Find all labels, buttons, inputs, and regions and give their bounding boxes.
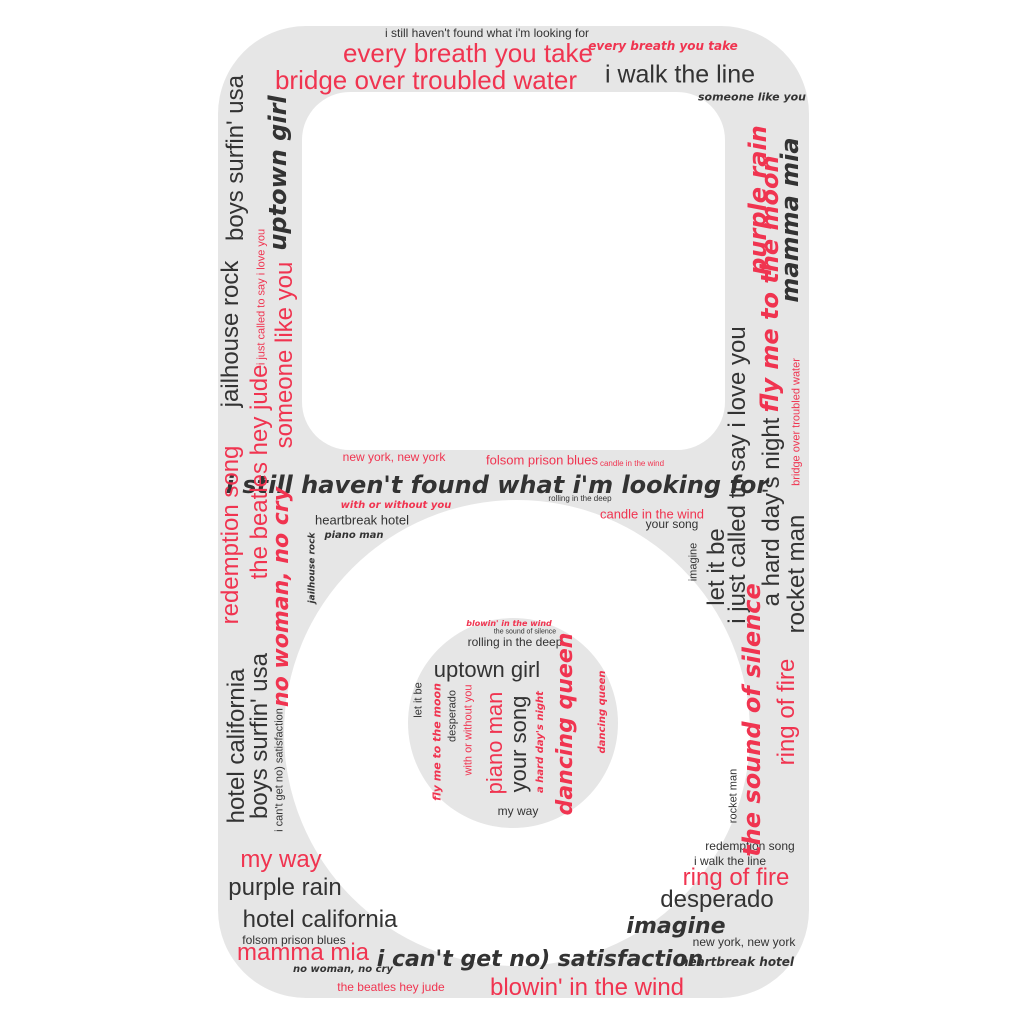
word-31: folsom prison blues	[242, 933, 346, 947]
word-40: desperado	[660, 886, 774, 913]
center-button	[408, 618, 618, 828]
word-10: with or without you	[340, 500, 452, 511]
word-42: i walk the line	[693, 854, 767, 868]
word-21: i just called to say i love you	[255, 228, 268, 366]
word-57: the sound of silence	[493, 628, 557, 636]
word-11: rolling in the deep	[548, 494, 612, 503]
word-15: piano man	[324, 530, 384, 541]
word-60: let it be	[412, 682, 425, 718]
word-20: uptown girl	[264, 95, 292, 251]
word-18: redemption song	[217, 445, 244, 625]
word-27: i can't get no) satisfaction	[273, 708, 286, 832]
word-39: imagine	[626, 914, 726, 939]
word-47: bridge over troubled water	[790, 358, 803, 486]
word-53: the sound of silence	[738, 583, 766, 857]
word-26: boys surfin' usa	[246, 653, 273, 819]
word-36: blowin' in the wind	[489, 974, 685, 1001]
word-41: ring of fire	[682, 864, 790, 891]
word-32: mamma mia	[236, 939, 370, 966]
word-6: i still haven't found what i'm looking f…	[225, 471, 769, 499]
word-2: every breath you take	[588, 39, 738, 53]
word-4: i walk the line	[604, 60, 756, 89]
player-screen	[302, 92, 725, 450]
word-50: rocket man	[783, 514, 810, 634]
word-28: my way	[240, 846, 322, 873]
word-1: every breath you take	[342, 38, 594, 68]
word-7: new york, new york	[342, 450, 446, 464]
word-67: dancing queen	[553, 632, 578, 816]
word-62: desperado	[446, 690, 459, 742]
word-64: piano man	[482, 691, 507, 795]
word-17: jailhouse rock	[217, 260, 244, 408]
word-61: fly me to the moon	[430, 683, 444, 801]
word-59: uptown girl	[433, 657, 541, 682]
word-30: hotel california	[242, 906, 398, 933]
word-25: jailhouse rock	[307, 532, 318, 604]
word-34: the beatles hey jude	[337, 980, 445, 994]
word-14: your song	[645, 517, 699, 531]
word-24: no woman, no cry	[269, 487, 294, 707]
word-22: someone like you	[271, 261, 298, 449]
word-69: my way	[497, 804, 539, 818]
word-56: blowin' in the wind	[466, 619, 552, 628]
word-16: boys surfin' usa	[222, 75, 249, 241]
word-63: with or without you	[462, 684, 475, 776]
word-38: new york, new york	[692, 935, 796, 949]
word-37: heartbreak hotel	[679, 955, 795, 969]
word-43: redemption song	[705, 839, 795, 853]
word-12: heartbreak hotel	[315, 512, 409, 528]
word-58: rolling in the deep	[467, 635, 563, 649]
word-54: ring of fire	[773, 658, 800, 766]
word-65: your song	[506, 695, 531, 793]
word-0: i still haven't found what i'm looking f…	[384, 26, 590, 40]
word-51: let it be	[703, 528, 730, 606]
word-29: purple rain	[228, 874, 342, 901]
word-3: bridge over troubled water	[274, 65, 578, 95]
word-66: a hard day's night	[535, 691, 546, 793]
word-55: rocket man	[727, 768, 740, 824]
word-8: folsom prison blues	[486, 452, 598, 468]
word-33: no woman, no cry	[293, 964, 393, 975]
word-9: candle in the wind	[599, 459, 665, 468]
word-49: a hard day's night	[758, 417, 785, 607]
word-35: i can't get no) satisfaction	[376, 947, 704, 972]
word-5: someone like you	[697, 90, 807, 104]
word-52: imagine	[687, 542, 700, 582]
word-13: candle in the wind	[599, 506, 705, 522]
word-46: mamma mia	[776, 137, 804, 303]
word-68: dancing queen	[597, 670, 608, 754]
